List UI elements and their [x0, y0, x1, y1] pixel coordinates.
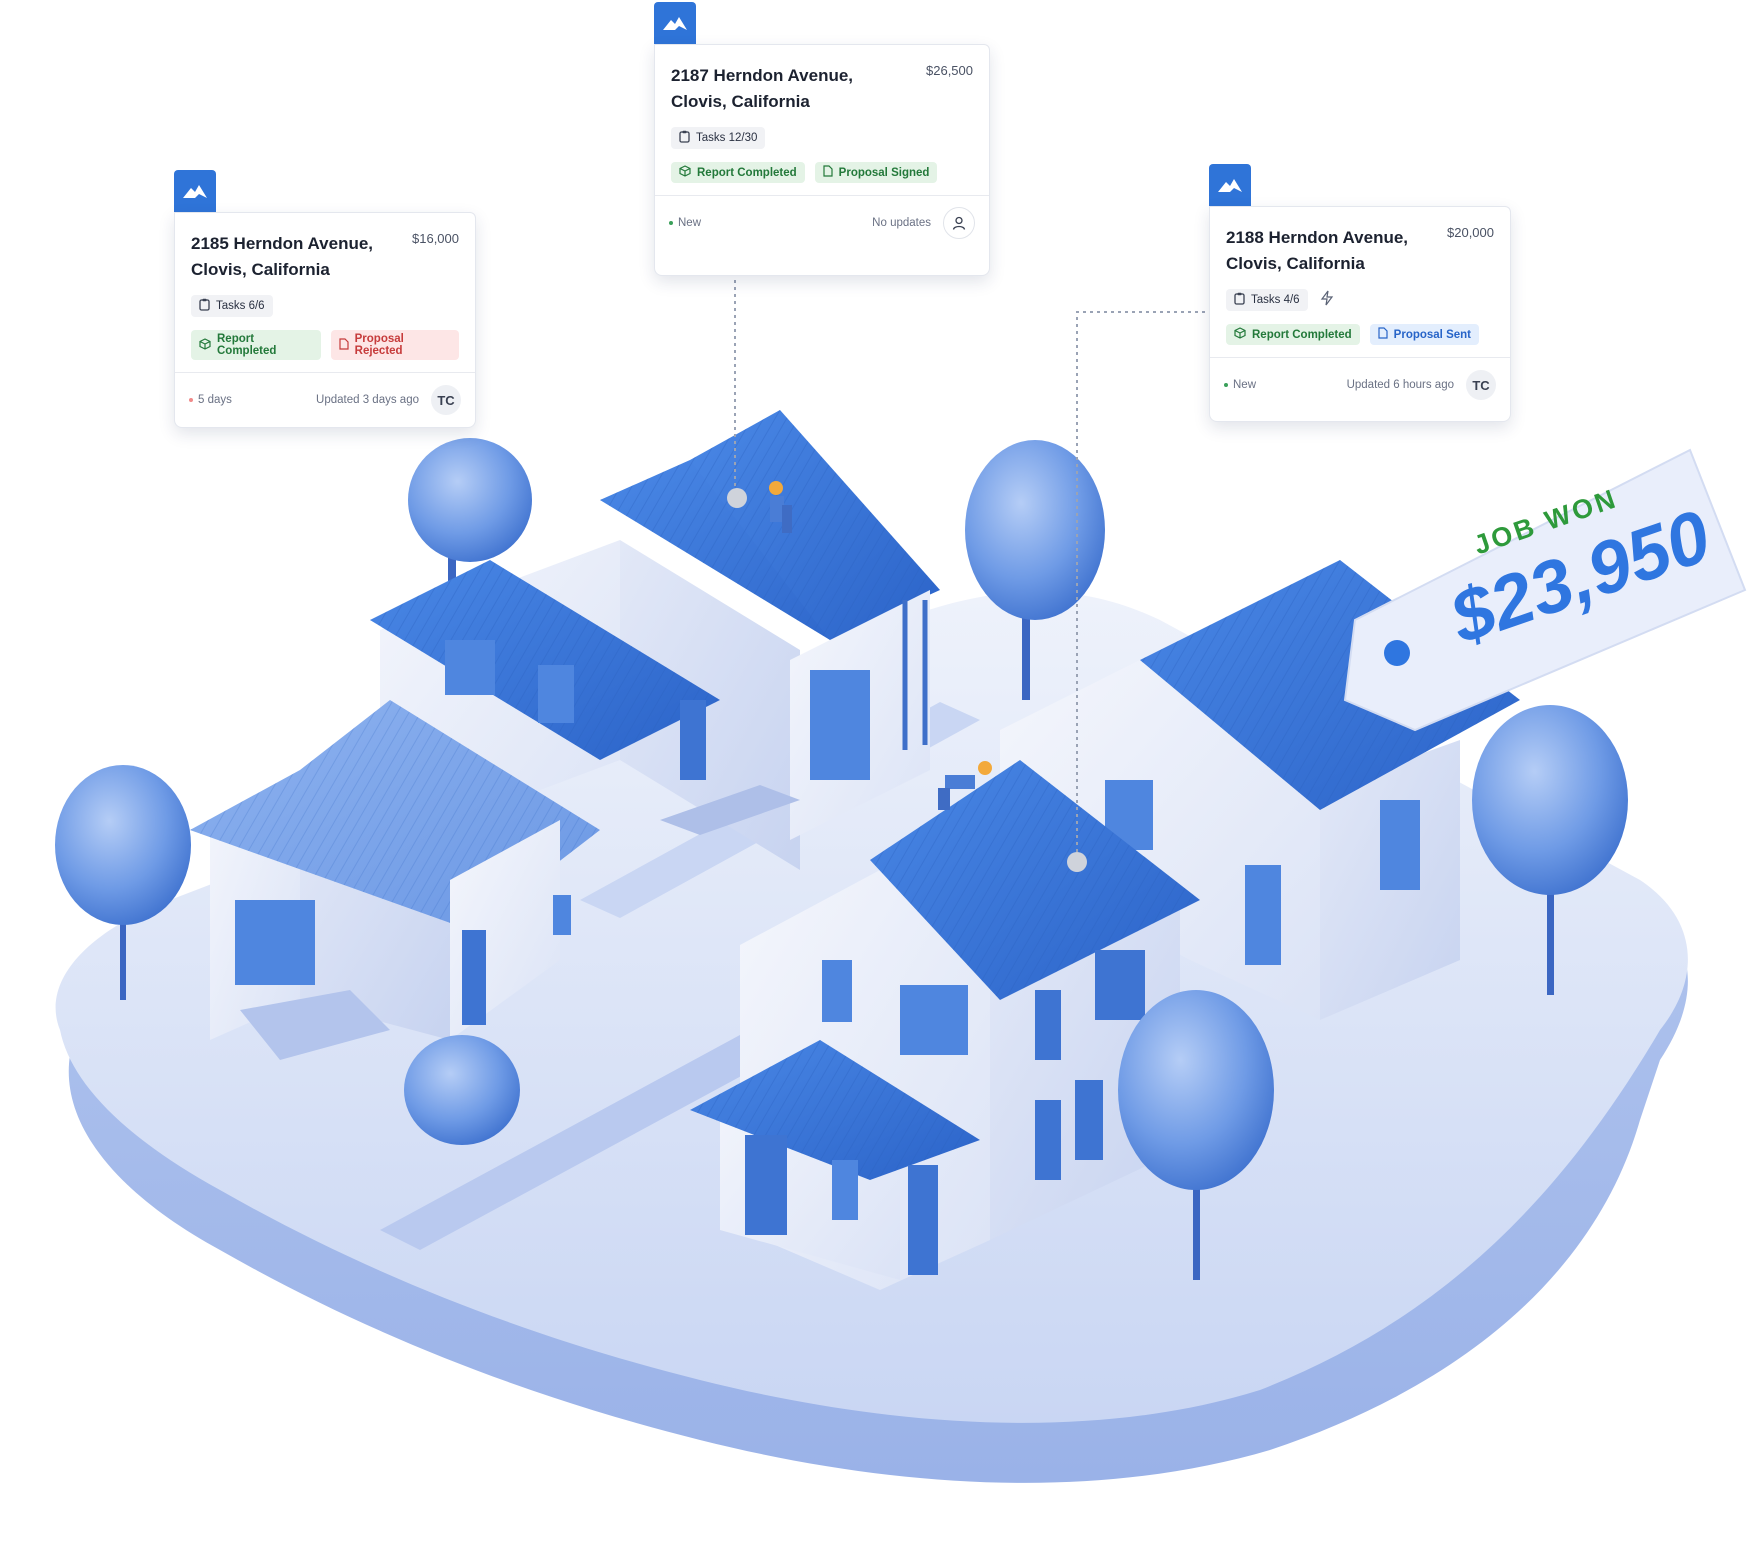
- connector-dot-3: [1067, 852, 1087, 872]
- report-status-badge: Report Completed: [1226, 324, 1360, 345]
- tree-left: [55, 765, 191, 1000]
- brand-logo-icon: [1209, 164, 1251, 206]
- tasks-chip[interactable]: Tasks 12/30: [671, 127, 766, 149]
- card-address: 2188 Herndon Avenue, Clovis, California: [1226, 228, 1409, 273]
- tree-bush: [404, 1035, 520, 1145]
- clipboard-icon: [1234, 292, 1245, 308]
- report-status-badge: Report Completed: [191, 330, 321, 360]
- report-status-badge: Report Completed: [671, 162, 805, 183]
- job-card-2185[interactable]: 2185 Herndon Avenue, Clovis, California …: [174, 170, 476, 428]
- tag-hole: [1384, 640, 1410, 666]
- card-price: $20,000: [1447, 225, 1494, 240]
- box-icon: [199, 337, 211, 353]
- tree-front: [1118, 990, 1274, 1280]
- tasks-label: Tasks 12/30: [696, 132, 758, 144]
- tasks-chip[interactable]: Tasks 4/6: [1226, 289, 1308, 311]
- card-price: $16,000: [412, 231, 459, 246]
- box-icon: [679, 165, 691, 180]
- proposal-status-badge: Proposal Rejected: [330, 330, 459, 360]
- status-dot: [669, 221, 673, 225]
- tasks-chip[interactable]: Tasks 6/6: [191, 295, 273, 317]
- clipboard-icon: [199, 298, 210, 314]
- document-icon: [1378, 327, 1388, 342]
- clipboard-icon: [679, 130, 690, 146]
- lightning-icon[interactable]: [1320, 290, 1334, 311]
- card-price: $26,500: [926, 63, 973, 78]
- proposal-status-badge: Proposal Sent: [1369, 324, 1479, 345]
- badge-label: Proposal Rejected: [354, 333, 404, 357]
- card-status: New: [678, 217, 702, 229]
- badge-label: Report Completed: [697, 166, 797, 179]
- connector-card-3: [1076, 311, 1205, 862]
- card-address: 2185 Herndon Avenue, Clovis, California: [191, 234, 374, 279]
- connector-dot-2: [727, 488, 747, 508]
- house-left: [190, 700, 600, 1060]
- document-icon: [823, 165, 833, 180]
- house-front: [690, 760, 1200, 1290]
- person-icon[interactable]: [943, 207, 975, 239]
- status-dot: [189, 398, 193, 402]
- proposal-status-badge: Proposal Signed: [814, 162, 938, 183]
- house-back: [370, 410, 940, 870]
- job-card-2188[interactable]: 2188 Herndon Avenue, Clovis, California …: [1209, 164, 1511, 422]
- card-updated: Updated 6 hours ago: [1346, 379, 1454, 391]
- card-address: 2187 Herndon Avenue, Clovis, California: [671, 66, 854, 111]
- tasks-label: Tasks 4/6: [1251, 294, 1300, 306]
- badge-label: Report Completed: [1252, 328, 1352, 341]
- brand-logo-icon: [654, 2, 696, 44]
- document-icon: [339, 337, 349, 353]
- card-status: New: [1233, 379, 1257, 391]
- card-status: 5 days: [198, 394, 232, 406]
- card-updated: No updates: [872, 217, 931, 229]
- roof-worker-2: [938, 761, 992, 810]
- tasks-label: Tasks 6/6: [216, 300, 265, 312]
- box-icon: [1234, 327, 1246, 342]
- roof-worker-1: [769, 481, 792, 533]
- price-tag: [1343, 448, 1747, 732]
- card-divider: [1210, 357, 1510, 358]
- card-divider: [175, 372, 475, 373]
- tree-center: [965, 440, 1105, 700]
- brand-logo-icon: [174, 170, 216, 212]
- card-updated: Updated 3 days ago: [316, 394, 419, 406]
- card-divider: [655, 195, 989, 196]
- house-right: [1000, 560, 1520, 1020]
- status-dot: [1224, 383, 1228, 387]
- avatar[interactable]: TC: [431, 385, 461, 415]
- job-card-2187[interactable]: 2187 Herndon Avenue, Clovis, California …: [654, 2, 990, 278]
- badge-label: Proposal Sent: [1393, 328, 1471, 341]
- badge-label: Proposal Signed: [838, 166, 930, 179]
- avatar[interactable]: TC: [1466, 370, 1496, 400]
- badge-label: Report Completed: [217, 333, 277, 357]
- tree-right: [1472, 705, 1628, 995]
